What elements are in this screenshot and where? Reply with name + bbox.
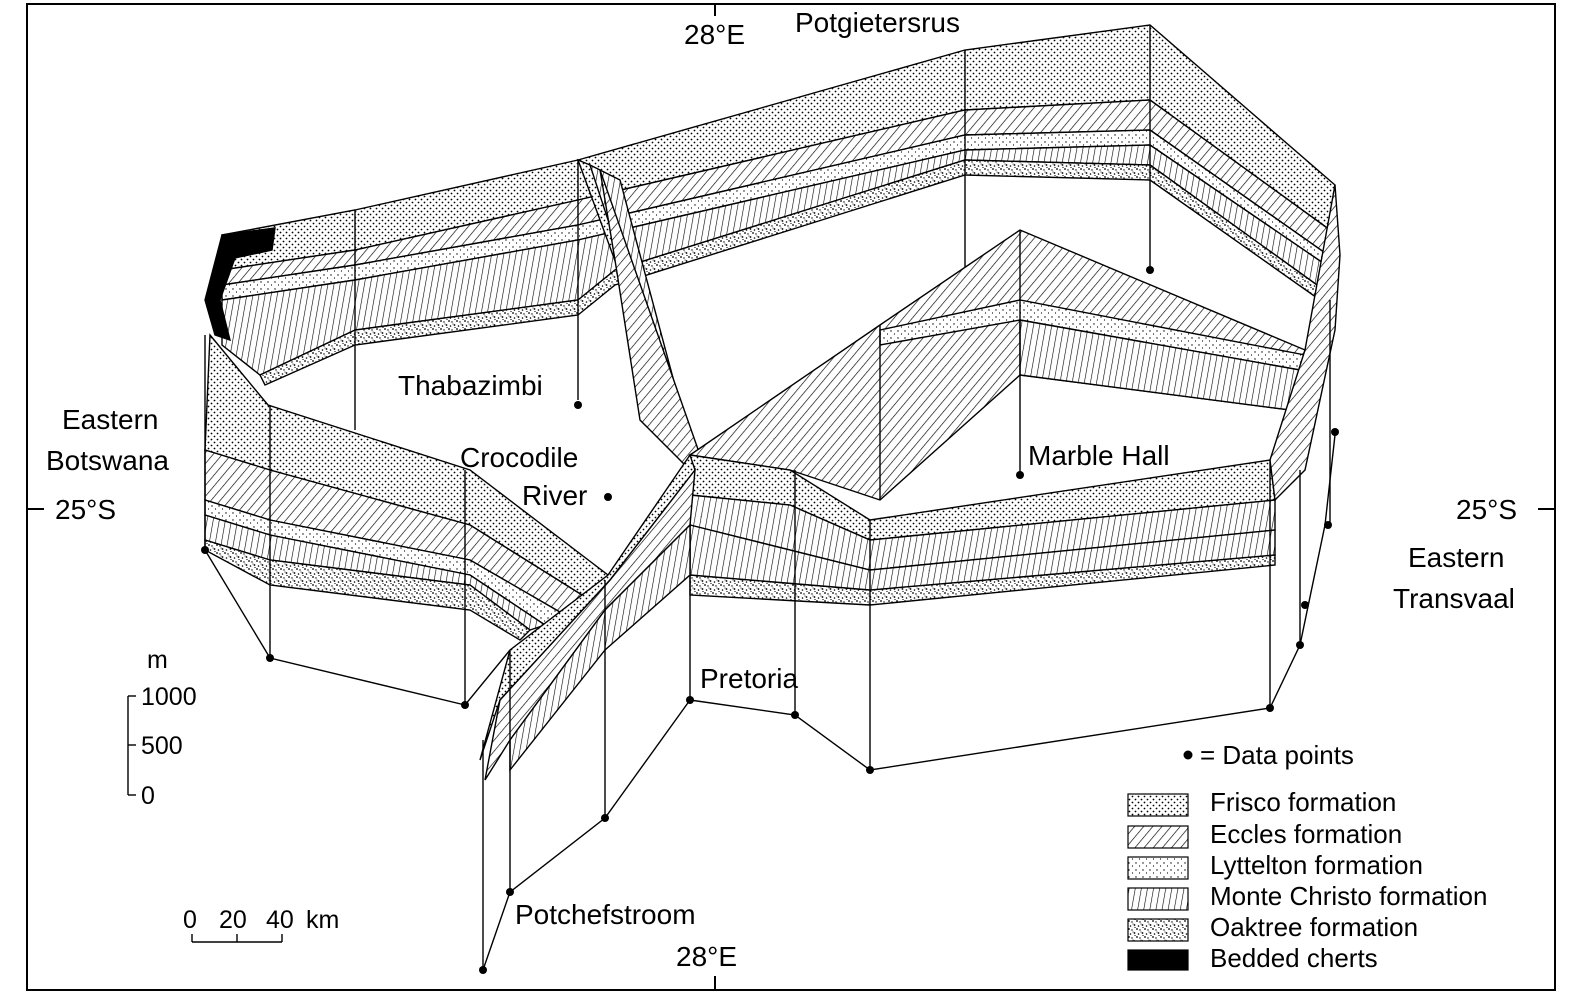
river-label: River bbox=[522, 480, 587, 511]
km-unit: km bbox=[306, 906, 339, 934]
data-point bbox=[686, 696, 694, 704]
data-points bbox=[201, 266, 1339, 974]
marble-hall-wall bbox=[688, 229, 1306, 501]
data-point bbox=[461, 701, 469, 709]
eastern-transvaal-line1: Eastern bbox=[1408, 542, 1505, 573]
legend-label-lyttelton: Lyttelton formation bbox=[1210, 850, 1423, 880]
thabazimbi-label: Thabazimbi bbox=[398, 370, 543, 401]
data-point bbox=[866, 766, 874, 774]
legend-label-oaktree: Oaktree formation bbox=[1210, 912, 1418, 942]
eastern-botswana-line1: Eastern bbox=[62, 404, 159, 435]
legend: = Data points Frisco formation Eccles fo… bbox=[1127, 740, 1487, 973]
potchefstroom-label: Potchefstroom bbox=[515, 899, 696, 930]
data-point bbox=[1324, 521, 1332, 529]
potgietersrus-label: Potgietersrus bbox=[795, 7, 960, 38]
marble-hall-label: Marble Hall bbox=[1028, 440, 1170, 471]
legend-swatch-oaktree bbox=[1127, 918, 1189, 942]
data-point bbox=[1331, 428, 1339, 436]
data-point bbox=[791, 711, 799, 719]
legend-data-points-label: = Data points bbox=[1200, 740, 1354, 770]
legend-swatch-eccles bbox=[1127, 825, 1189, 849]
oaktree-band bbox=[204, 539, 532, 641]
bottom-meridian-label: 28°E bbox=[676, 941, 737, 972]
west-wall bbox=[204, 333, 609, 706]
top-meridian-label: 28°E bbox=[684, 19, 745, 50]
map-frame bbox=[26, 3, 1556, 991]
left-latitude-label: 25°S bbox=[55, 494, 116, 525]
km-label-0: 0 bbox=[183, 906, 197, 934]
legend-swatch-cherts bbox=[1127, 949, 1189, 971]
eastern-transvaal-line2: Transvaal bbox=[1393, 583, 1515, 614]
eastern-botswana-line2: Botswana bbox=[46, 445, 169, 476]
km-label-40: 40 bbox=[266, 906, 294, 934]
southwest-spur bbox=[479, 453, 696, 971]
data-point bbox=[1016, 471, 1024, 479]
scale-tick-label-1000: 1000 bbox=[141, 683, 197, 711]
km-scale-bar bbox=[191, 934, 283, 943]
data-point bbox=[266, 654, 274, 662]
data-point bbox=[506, 888, 514, 896]
legend-label-cherts: Bedded cherts bbox=[1210, 943, 1378, 973]
scale-tick-label-500: 500 bbox=[141, 732, 183, 760]
west-base-line bbox=[204, 549, 511, 706]
pretoria-label: Pretoria bbox=[700, 663, 798, 694]
right-latitude-label: 25°S bbox=[1456, 494, 1517, 525]
bedded-cherts bbox=[204, 227, 276, 342]
sw-east-spur bbox=[1269, 184, 1341, 502]
legend-data-point-icon bbox=[1183, 750, 1193, 760]
data-point bbox=[201, 546, 209, 554]
data-point bbox=[1301, 601, 1309, 609]
data-point bbox=[574, 401, 582, 409]
legend-swatch-montechristo bbox=[1127, 887, 1189, 911]
spur-diag bbox=[599, 169, 701, 472]
data-point bbox=[1296, 641, 1304, 649]
legend-label-montechristo: Monte Christo formation bbox=[1210, 881, 1487, 911]
data-point bbox=[604, 493, 612, 501]
data-point bbox=[601, 814, 609, 822]
data-point bbox=[1266, 704, 1274, 712]
scale-unit-m: m bbox=[147, 646, 168, 674]
ss-base-line bbox=[482, 699, 691, 971]
legend-label-frisco: Frisco formation bbox=[1210, 787, 1396, 817]
km-label-20: 20 bbox=[219, 906, 247, 934]
crocodile-label: Crocodile bbox=[460, 442, 578, 473]
data-point bbox=[479, 966, 487, 974]
south-wall bbox=[689, 184, 1341, 771]
data-point bbox=[1146, 266, 1154, 274]
legend-swatch-frisco bbox=[1127, 793, 1189, 817]
legend-swatch-lyttelton bbox=[1127, 856, 1189, 880]
vertical-scale-bar bbox=[127, 695, 136, 796]
legend-label-eccles: Eccles formation bbox=[1210, 819, 1402, 849]
scale-tick-label-0: 0 bbox=[141, 782, 155, 810]
